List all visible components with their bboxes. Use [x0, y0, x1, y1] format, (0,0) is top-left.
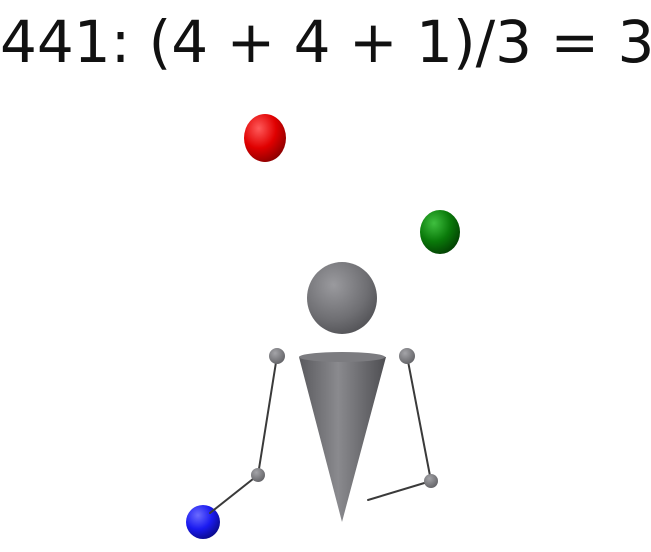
right-elbow-joint	[424, 474, 438, 488]
left-elbow-joint	[251, 468, 265, 482]
left-upper-arm	[257, 355, 278, 476]
right-shoulder-joint	[399, 348, 415, 364]
red-ball	[244, 114, 286, 162]
juggler-arms	[209, 355, 432, 514]
left-forearm	[209, 474, 259, 514]
green-ball	[420, 210, 460, 254]
right-forearm	[367, 480, 432, 501]
juggler-torso	[299, 353, 386, 522]
juggler-head	[307, 262, 377, 334]
left-shoulder-joint	[269, 348, 285, 364]
siteswap-title: 441: (4 + 4 + 1)/3 = 3	[0, 8, 651, 76]
blue-ball	[186, 505, 220, 539]
torso-top	[299, 352, 385, 362]
right-upper-arm	[406, 355, 432, 482]
